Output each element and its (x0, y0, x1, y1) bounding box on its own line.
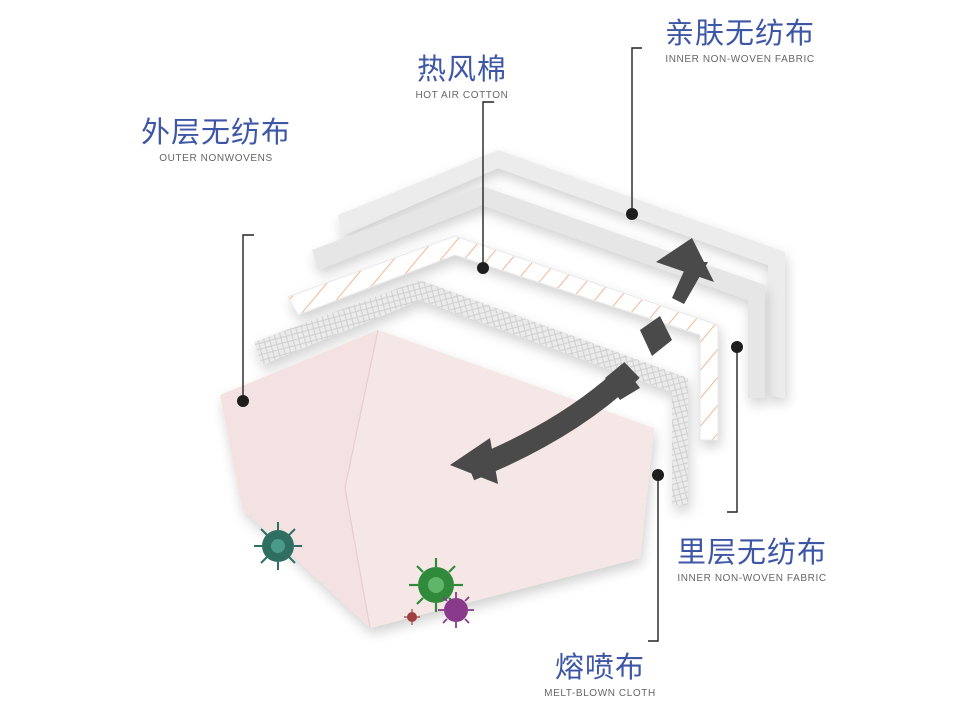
label-inner-skin-fabric: 亲肤无纺布 INNER NON-WOVEN FABRIC (648, 16, 832, 65)
marker-dot (652, 469, 664, 481)
leader-hot-air-cotton (482, 101, 494, 267)
label-en: OUTER NONWOVENS (159, 153, 273, 164)
marker-dot (477, 262, 489, 274)
leader-inner-layer-fabric (727, 347, 738, 513)
label-en: HOT AIR COTTON (415, 90, 509, 101)
leader-inner-skin-fabric (631, 47, 642, 213)
airflow-arrow-up (656, 238, 714, 304)
hot-air-cotton-layer (287, 235, 719, 441)
leader-outer-nonwovens (242, 234, 254, 400)
virus-icon (254, 522, 302, 570)
label-zh: 热风棉 (416, 52, 507, 86)
virus-icon (438, 592, 474, 628)
label-zh: 外层无纺布 (140, 115, 291, 149)
label-zh: 亲肤无纺布 (664, 16, 815, 50)
virus-icon (409, 558, 463, 612)
label-en: INNER NON-WOVEN FABRIC (677, 573, 827, 584)
marker-dot (626, 208, 638, 220)
virus-icon (404, 609, 420, 625)
label-zh: 里层无纺布 (676, 535, 827, 569)
leader-melt-blown (648, 475, 659, 642)
marker-dot (731, 341, 743, 353)
label-zh: 熔喷布 (554, 650, 645, 684)
airflow-arrow-dashes (605, 316, 672, 400)
label-en: INNER NON-WOVEN FABRIC (665, 54, 815, 65)
label-en: MELT-BLOWN CLOTH (544, 688, 656, 699)
marker-dot (237, 395, 249, 407)
label-inner-layer-fabric: 里层无纺布 INNER NON-WOVEN FABRIC (660, 535, 844, 584)
label-melt-blown: 熔喷布 MELT-BLOWN CLOTH (530, 650, 670, 699)
label-outer-nonwovens: 外层无纺布 OUTER NONWOVENS (124, 115, 308, 164)
label-hot-air-cotton: 热风棉 HOT AIR COTTON (392, 52, 532, 101)
